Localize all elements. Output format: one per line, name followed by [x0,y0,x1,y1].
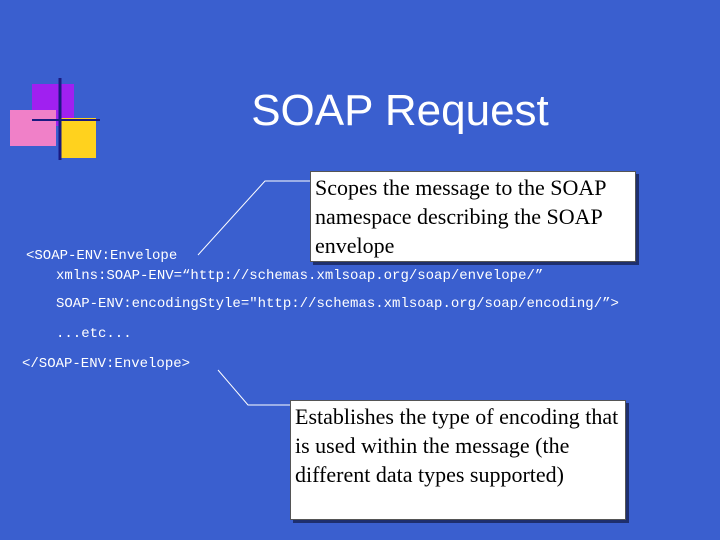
callout-namespace: Scopes the message to the SOAP namespace… [310,171,636,262]
callout-connector-top [198,181,312,255]
code-line-etc: ...etc... [56,326,132,342]
code-line-envelope-close: </SOAP-ENV:Envelope> [22,356,190,372]
callout-connector-bottom [218,370,292,405]
callout-encoding: Establishes the type of encoding that is… [290,400,626,520]
code-line-encoding-style: SOAP-ENV:encodingStyle="http://schemas.x… [56,296,619,312]
code-line-envelope-open: <SOAP-ENV:Envelope [26,248,177,264]
code-line-xmlns: xmlns:SOAP-ENV=“http://schemas.xmlsoap.o… [56,268,543,284]
